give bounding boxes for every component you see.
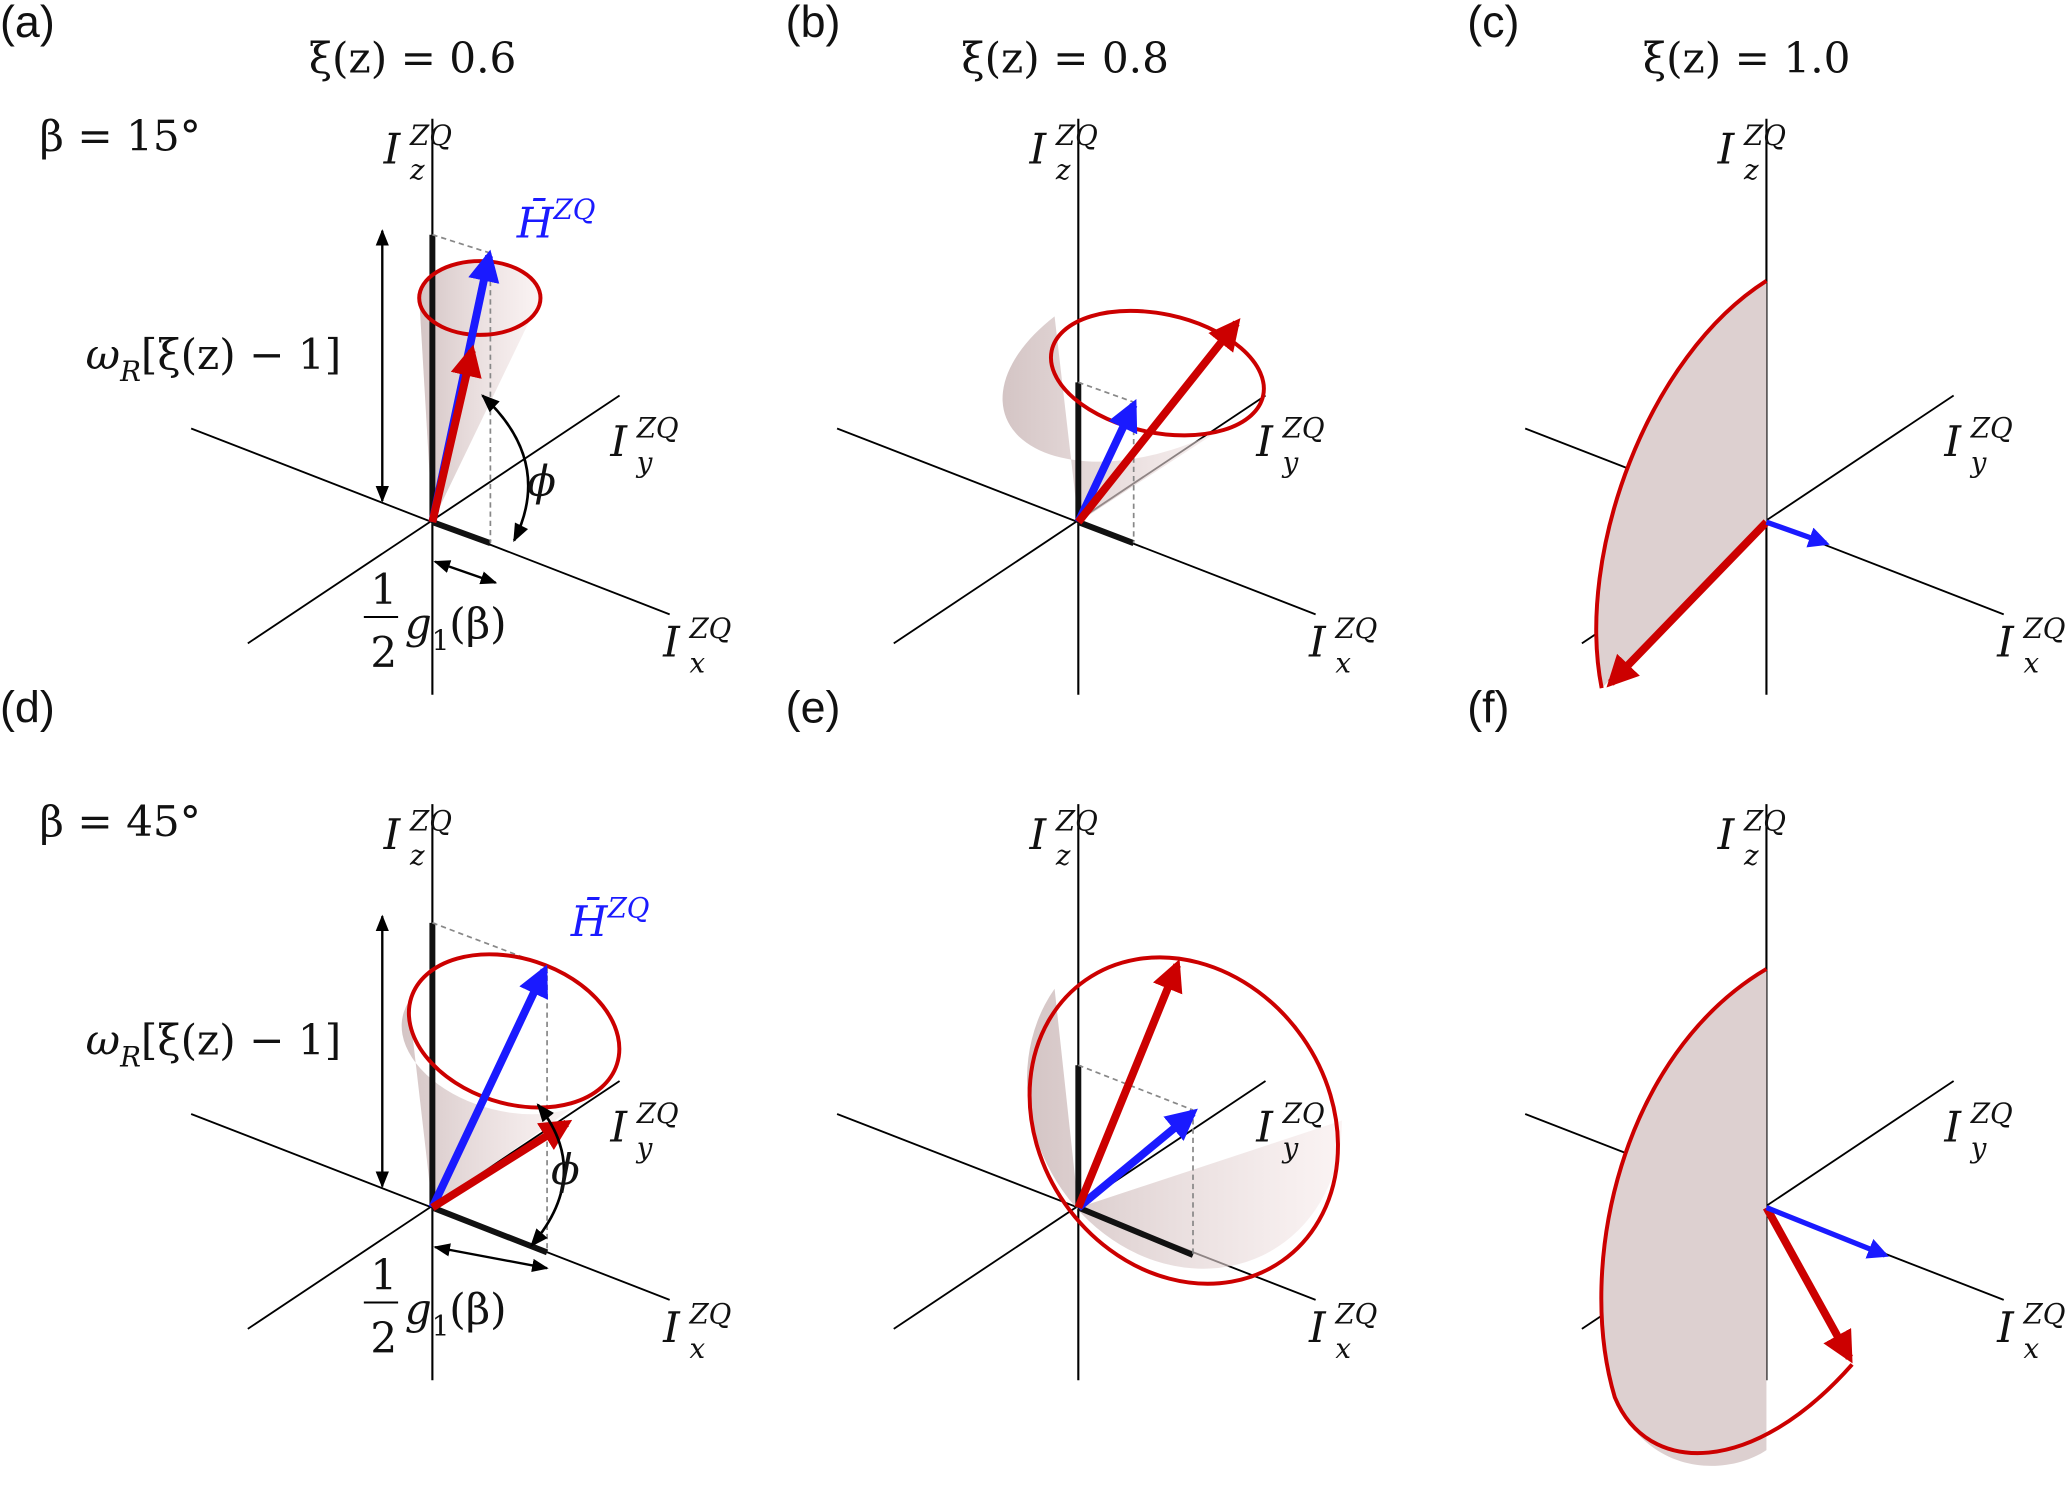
projection-line: [1078, 1064, 1194, 1111]
phi-label: ϕ: [527, 457, 556, 506]
panel-title: ξ(z) = 1.0: [1643, 34, 1851, 83]
panel-label: (f): [1467, 682, 1509, 732]
effective-hamiltonian-arrow: [1765, 519, 1830, 548]
omega-label: ωR[ξ(z) − 1]: [86, 1016, 341, 1074]
hamiltonian-label: H̄ZQ: [570, 892, 650, 946]
magnetization-arrow: [1606, 519, 1770, 688]
precession-circle: [1048, 308, 1266, 438]
magnetization-arrow: [1075, 318, 1241, 525]
phi-angle-arrow: [481, 394, 530, 543]
panel-title: ξ(z) = 0.6: [309, 34, 517, 83]
projection-line: [432, 233, 491, 254]
beta-label: β = 15°: [40, 111, 201, 160]
x-component: [431, 1204, 549, 1256]
g1-label: 1 2g1(β): [363, 565, 507, 677]
phi-angle-arrow: [530, 1103, 566, 1248]
panel-label: (e): [786, 682, 841, 732]
panel-label: (d): [0, 682, 55, 732]
svg-text:g1(β): g1(β): [405, 1285, 507, 1343]
effective-hamiltonian-arrow: [1765, 1205, 1889, 1259]
phi-label: ϕ: [551, 1145, 580, 1194]
x-extent-arrow: [433, 1243, 549, 1272]
effective-hamiltonian-arrow: [1074, 399, 1138, 524]
precession-cone: [1002, 316, 1253, 523]
magnetization-arrow: [1762, 1205, 1853, 1364]
effective-hamiltonian-arrow: [428, 964, 549, 1210]
precession-circle: [1594, 279, 1768, 689]
hamiltonian-label: H̄ZQ: [516, 193, 596, 247]
panel-label: (b): [786, 0, 841, 47]
precession-circle: [1599, 967, 1854, 1456]
projection-line: [1078, 381, 1134, 403]
precession-circle: [1027, 955, 1340, 1286]
omega-label: ωR[ξ(z) − 1]: [86, 330, 341, 388]
x-component: [1077, 1204, 1195, 1258]
svg-text:2: 2: [370, 628, 397, 677]
precession-cone: [1601, 968, 1767, 1466]
x-extent-arrow: [433, 560, 498, 585]
x-component: [431, 519, 492, 546]
magnetization-arrow: [1074, 959, 1183, 1210]
svg-text:2: 2: [370, 1314, 397, 1363]
precession-cone: [401, 1001, 574, 1208]
precession-cone: [1596, 280, 1767, 689]
panel-label: (c): [1467, 0, 1519, 47]
precession-cone: [1026, 988, 1342, 1269]
panel-label: (a): [0, 0, 55, 47]
svg-text:1: 1: [370, 1250, 397, 1299]
beta-label: β = 45°: [40, 797, 201, 846]
svg-text:g1(β): g1(β): [405, 599, 507, 657]
panel-title: ξ(z) = 0.8: [961, 34, 1169, 83]
precession-circle: [406, 952, 622, 1110]
magnetization-arrow: [428, 344, 482, 523]
effective-hamiltonian-arrow: [1075, 1108, 1198, 1211]
x-component: [1077, 519, 1135, 546]
svg-text:1: 1: [370, 565, 397, 614]
g1-label: 1 2g1(β): [363, 1250, 507, 1363]
